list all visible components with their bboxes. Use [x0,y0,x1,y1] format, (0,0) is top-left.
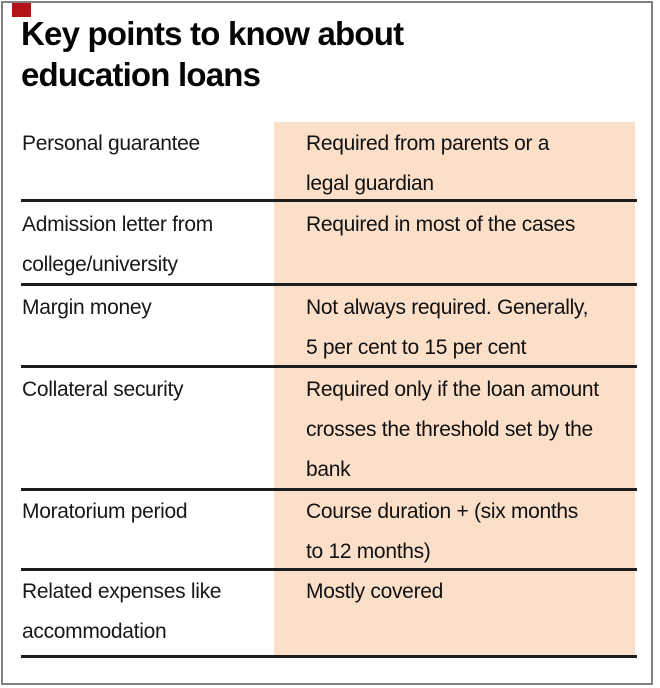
row-divider [21,365,637,368]
red-accent-square [12,3,31,17]
row-label: Personal guarantee [22,132,200,155]
page-title: Key points to know about education loans [21,15,404,93]
row-divider [21,655,637,658]
row-divider [21,488,637,491]
row-label: Margin money [22,296,152,319]
row-divider [21,568,637,571]
row-value: Mostly covered [306,580,444,603]
row-label: Related expenses like accommodation [22,580,222,643]
row-label: Collateral security [22,378,184,401]
table-row: Moratorium period Course duration + (six… [0,492,660,568]
table-row: Related expenses like accommodation Most… [0,572,660,655]
table-row: Collateral security Required only if the… [0,370,660,488]
row-value: Required from parents or a legal guardia… [306,132,550,195]
table-row: Admission letter from college/university… [0,205,660,283]
row-label: Admission letter from college/university [22,213,213,276]
table-row: Margin money Not always required. Genera… [0,288,660,365]
row-label: Moratorium period [22,500,188,523]
row-value: Required only if the loan amount crosses… [306,378,599,481]
table-row: Personal guarantee Required from parents… [0,124,660,199]
row-value: Not always required. Generally, 5 per ce… [306,296,589,359]
row-divider [21,199,637,202]
row-value: Course duration + (six months to 12 mont… [306,500,579,563]
row-value: Required in most of the cases [306,213,576,236]
row-divider [21,283,637,286]
